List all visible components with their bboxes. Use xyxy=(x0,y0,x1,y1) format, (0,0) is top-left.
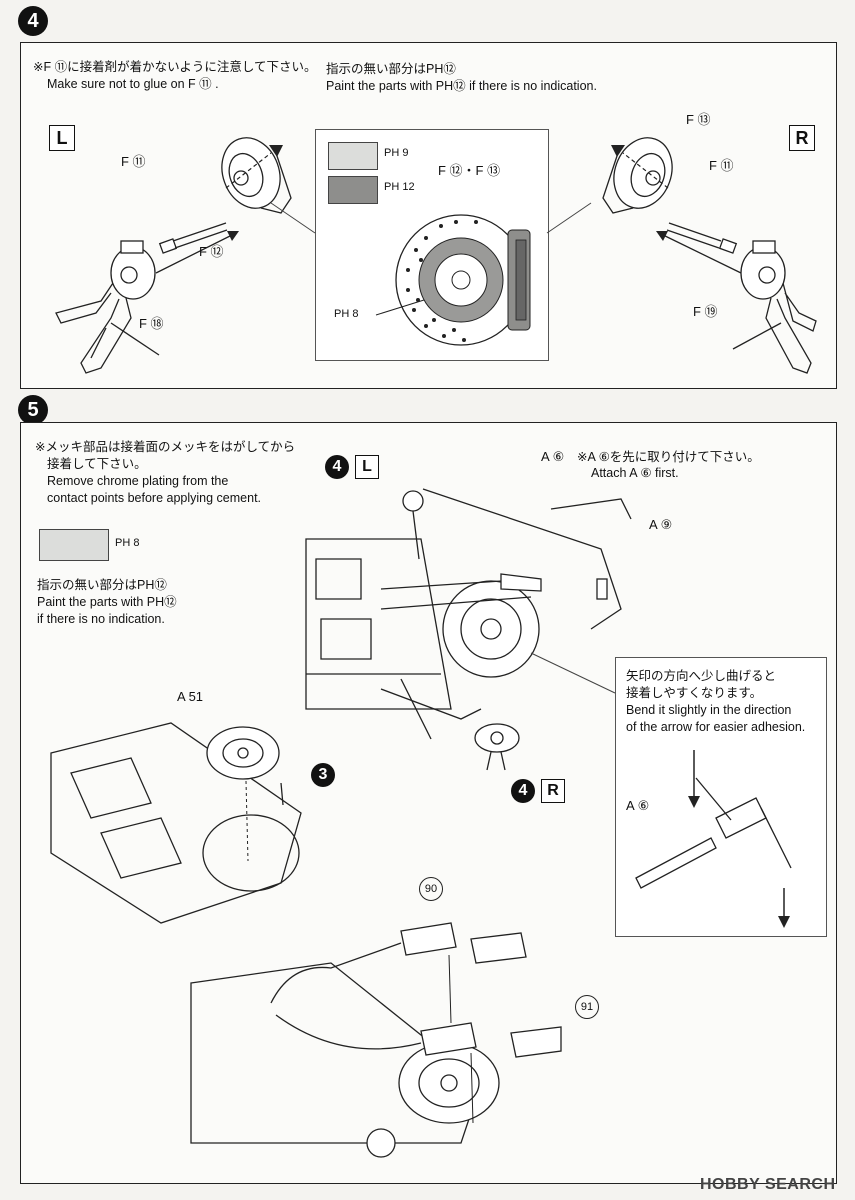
a6-note-en: Attach A ⑥ first. xyxy=(591,466,679,480)
inset-swatch-light-label: PH 9 xyxy=(384,147,409,159)
left-side-tag-text: L xyxy=(56,127,68,148)
step-5-badge: 5 xyxy=(18,395,48,425)
left-brake-assembly-drawing xyxy=(55,137,292,374)
exhaust-muffler-drawing xyxy=(190,922,562,1158)
ref-step3-badge: 3 xyxy=(311,763,335,787)
a6-note-jp: ※A ⑥を先に取り付けて下さい。 xyxy=(577,450,760,464)
bend-hint-box: 矢印の方向へ少し曲げると 接着しやすくなります。 Bend it slightl… xyxy=(615,657,827,937)
left-part-f18: F ⑱ xyxy=(139,316,164,331)
step-5-number: 5 xyxy=(27,398,39,421)
inset-swatch-dark xyxy=(328,176,378,204)
step5-note-en-1: Remove chrome plating from the xyxy=(47,474,229,488)
ref-step4-left-number: 4 xyxy=(332,458,342,475)
step5-note-jp-1: ※メッキ部品は接着面のメッキをはがしてから xyxy=(35,440,296,454)
left-part-f11: F ⑪ xyxy=(121,154,146,169)
right-side-tag: R xyxy=(789,125,815,151)
bend-note-jp-1: 矢印の方向へ少し曲げると xyxy=(626,669,777,683)
brake-disc-drawing xyxy=(375,214,531,346)
bend-part-a6: A ⑥ xyxy=(626,798,650,813)
step5-paint-en-1: Paint the parts with PH⑫ xyxy=(37,595,177,609)
step5-note-en-2: contact points before applying cement. xyxy=(47,491,262,505)
step4-paint-en: Paint the parts with PH⑫ if there is no … xyxy=(326,79,597,93)
rear-suspension-drawing xyxy=(305,488,632,740)
watermark: HOBBY SEARCH xyxy=(700,1176,836,1193)
step4-note-en: Make sure not to glue on F ⑪ . xyxy=(47,77,219,91)
ref-left-tag-text: L xyxy=(362,458,372,475)
part-a6-top: A ⑥ xyxy=(541,449,565,464)
part-91: 91 xyxy=(575,995,599,1019)
left-side-tag: L xyxy=(49,125,75,151)
part-a51: A 51 xyxy=(177,689,204,704)
right-side-tag-text: R xyxy=(795,127,809,148)
step5-paint-jp: 指示の無い部分はPH⑫ xyxy=(37,578,167,592)
inset-swatch-dark-label: PH 12 xyxy=(384,181,415,193)
ref-right-tag-text: R xyxy=(547,782,559,799)
right-part-f11: F ⑪ xyxy=(709,158,734,173)
ref-step3-number: 3 xyxy=(318,766,328,783)
left-part-f12: F ⑫ xyxy=(199,244,224,259)
inset-disc-paint-label: PH 8 xyxy=(334,308,359,320)
bend-note-en-1: Bend it slightly in the direction xyxy=(626,703,792,717)
step5-note-jp-2: 接着して下さい。 xyxy=(47,457,147,471)
bend-note-jp-2: 接着しやすくなります。 xyxy=(626,686,763,700)
part-90: 90 xyxy=(419,877,443,901)
driveshaft-bend-drawing xyxy=(635,750,792,928)
step4-paint-jp: 指示の無い部分はPH⑫ xyxy=(326,62,456,76)
right-part-f13: F ⑬ xyxy=(686,112,711,127)
step5-swatch xyxy=(39,529,109,561)
step4-note-jp: ※F ⑪に接着剤が着かないように注意して下さい。 xyxy=(33,60,317,74)
ref-step4-right-number: 4 xyxy=(518,782,528,799)
rear-knuckle-right-drawing xyxy=(474,723,520,771)
ref-right-tag: R xyxy=(541,779,565,803)
step-5-panel: ※メッキ部品は接着面のメッキをはがしてから 接着して下さい。 Remove ch… xyxy=(20,422,837,1184)
step-4-badge: 4 xyxy=(18,6,48,36)
part-90-text: 90 xyxy=(424,883,438,895)
step5-swatch-label: PH 8 xyxy=(115,537,140,549)
chassis-hub-drawing xyxy=(50,722,302,924)
right-brake-assembly-drawing xyxy=(602,137,817,374)
step-4-number: 4 xyxy=(27,9,39,32)
ref-step4-left-badge: 4 xyxy=(325,455,349,479)
inset-swatch-light xyxy=(328,142,378,170)
ref-step4-right-badge: 4 xyxy=(511,779,535,803)
part-91-text: 91 xyxy=(580,1001,594,1013)
ref-left-tag: L xyxy=(355,455,379,479)
brake-disc-inset: PH 9 PH 12 F ⑫・F ⑬ PH 8 xyxy=(315,129,549,361)
right-part-f19: F ⑲ xyxy=(693,304,718,319)
step-4-panel: ※F ⑪に接着剤が着かないように注意して下さい。 Make sure not t… xyxy=(20,42,837,389)
inset-disc-label: F ⑫・F ⑬ xyxy=(438,163,501,178)
bend-note-en-2: of the arrow for easier adhesion. xyxy=(626,720,806,734)
part-a9: A ⑨ xyxy=(649,517,673,532)
bend-callout-line xyxy=(530,652,616,694)
step5-paint-en-2: if there is no indication. xyxy=(37,612,165,626)
